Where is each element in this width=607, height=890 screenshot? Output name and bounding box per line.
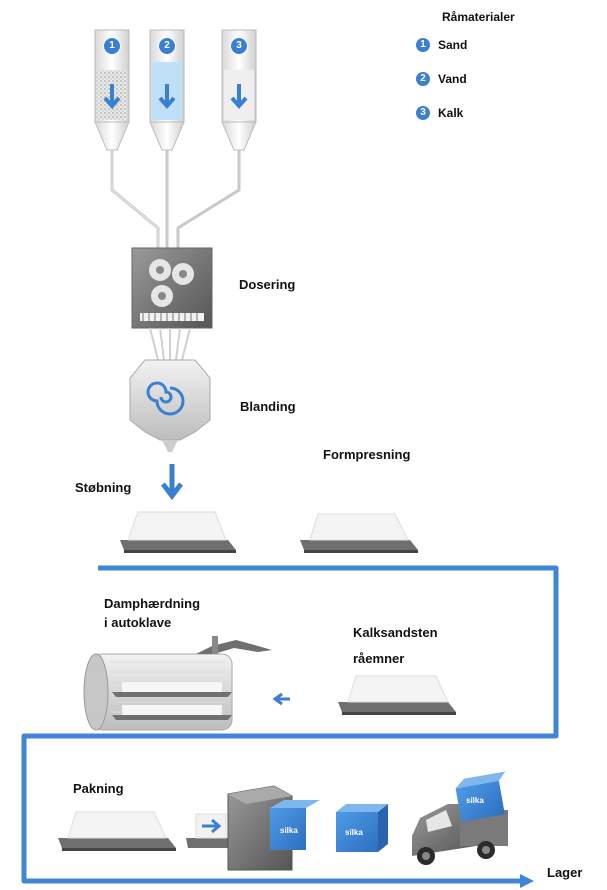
silo-number-1: 1 [103, 37, 121, 55]
silo-number-2: 2 [158, 37, 176, 55]
label-damphaerdning: Damphærdning [104, 596, 201, 611]
dosering-pipes [149, 327, 191, 361]
number-badge-icon: 1 [416, 38, 430, 52]
blanding-mixer [129, 359, 211, 452]
autoclave [83, 636, 272, 731]
right-arrow-icon [202, 818, 222, 834]
label-lager: Lager [547, 865, 583, 880]
label-raemner: råemner [353, 651, 405, 666]
down-arrow-icon [161, 464, 183, 501]
packing-conveyor [186, 813, 236, 848]
legend-label: Vand [438, 72, 467, 86]
down-arrow-icon [230, 84, 248, 110]
legend-item-sand: 1 Sand [416, 38, 467, 52]
silka-logo-text: silka [280, 826, 298, 835]
legend-title: Råmaterialer [442, 10, 515, 24]
dosering-machine [131, 247, 213, 329]
silo-kalk [221, 29, 257, 151]
packing-machine [227, 785, 320, 871]
number-badge-icon: 2 [416, 72, 430, 86]
down-arrow-icon [103, 84, 121, 110]
legend-item-vand: 2 Vand [416, 72, 467, 86]
silka-logo-text: silka [466, 796, 484, 805]
label-pakning: Pakning [73, 781, 124, 796]
down-arrow-icon [158, 84, 176, 110]
truck-icon [412, 771, 508, 865]
left-arrow-icon [272, 692, 290, 706]
label-autoklave: i autoklave [104, 615, 172, 630]
steam-pipe-icon [196, 640, 272, 654]
label-stobning: Støbning [75, 480, 132, 495]
kalksandsten-tray [338, 675, 456, 715]
legend-label: Kalk [438, 106, 464, 120]
number-badge-icon: 3 [416, 106, 430, 120]
spiral-icon [146, 381, 185, 416]
legend-label: Sand [438, 38, 468, 52]
formpresning-tray [300, 513, 418, 553]
silo-number-3: 3 [230, 37, 248, 55]
silka-package [336, 804, 388, 852]
label-formpresning: Formpresning [323, 447, 411, 462]
label-dosering: Dosering [239, 277, 296, 292]
label-blanding: Blanding [240, 399, 296, 414]
label-kalksandsten: Kalksandsten [353, 625, 438, 640]
silka-logo-text: silka [345, 828, 363, 837]
legend-item-kalk: 3 Kalk [416, 106, 463, 120]
arrow-head-icon [520, 874, 534, 888]
flow-line [21, 565, 559, 884]
stobning-tray [120, 511, 236, 553]
feed-pipes [110, 150, 241, 248]
pakning-tray [58, 811, 176, 851]
